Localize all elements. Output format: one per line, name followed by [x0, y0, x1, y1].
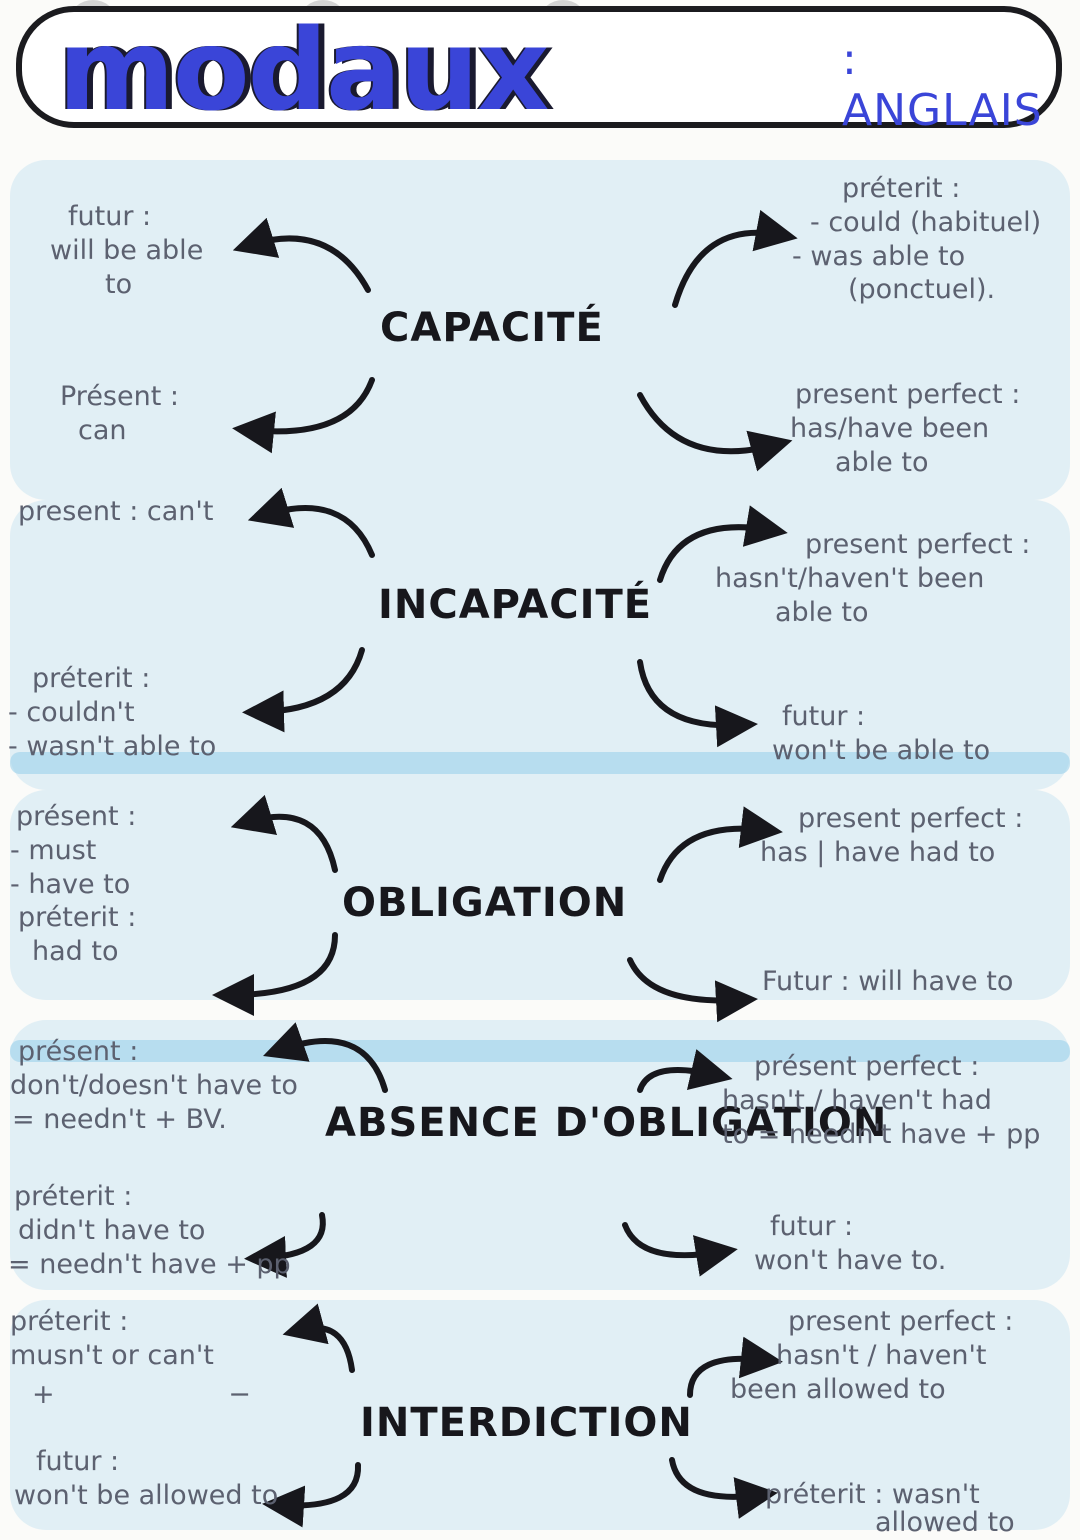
category-obligation: OBLIGATION: [342, 880, 628, 926]
category-incapacite: INCAPACITÉ: [378, 582, 653, 628]
title-frame: modaux : ANGLAIS: [16, 6, 1062, 136]
plus-minus-marks: + −: [32, 1378, 251, 1412]
note-futur: futur : won't be able to: [772, 701, 991, 766]
note-present-perfect: présent perfect : hasn't / haven't had t…: [722, 1051, 1041, 1150]
arrow-curve: [672, 209, 798, 308]
arrow-curve: [232, 217, 371, 293]
minus-icon: −: [228, 1379, 251, 1410]
arrow-curve: [669, 1457, 778, 1519]
divider-band: [10, 752, 1070, 774]
note-present-preterit: présent : - must - have to préterit : ha…: [10, 801, 137, 967]
arrow-curve: [263, 1022, 388, 1093]
page-title: modaux: [58, 6, 549, 136]
note-present: present : can't: [18, 496, 214, 527]
arrow-curve: [622, 1222, 738, 1277]
section-band-obligation: [10, 790, 1070, 1000]
arrow-curve: [247, 487, 375, 558]
plus-icon: +: [32, 1379, 55, 1410]
note-present: Présent : can: [60, 381, 179, 446]
arrow-curve: [262, 1462, 362, 1528]
arrow-curve: [657, 806, 783, 883]
arrow-curve: [282, 1303, 355, 1373]
category-capacite: CAPACITÉ: [380, 305, 604, 351]
note-preterit: préterit : - could (habituel) - was able…: [792, 173, 1042, 306]
category-absence-obligation: ABSENCE D'OBLIGATION: [325, 1100, 888, 1146]
arrow-curve: [244, 1212, 326, 1278]
note-futur: futur : won't have to.: [754, 1211, 947, 1276]
note-present-perfect: present perfect : hasn't/haven't been ab…: [715, 529, 1031, 628]
section-band-capacite: [10, 160, 1070, 500]
note-futur: futur : won't be allowed to: [14, 1446, 279, 1511]
section-band-absence: [10, 1020, 1070, 1290]
arrow-curve: [687, 1336, 783, 1398]
arrow-curve: [637, 1049, 733, 1093]
arrow-curve: [230, 794, 338, 873]
arrow-curve: [212, 932, 338, 1016]
note-preterit: préterit : didn't have to = needn't have…: [8, 1181, 291, 1280]
note-preterit: préterit : musn't or can't: [10, 1306, 214, 1371]
arrow-curve: [627, 957, 758, 1023]
category-interdiction: INTERDICTION: [360, 1400, 693, 1446]
arrow-curve: [232, 377, 375, 454]
note-futur: Futur : will have to: [762, 966, 1014, 997]
arrow-curve: [637, 659, 758, 748]
note-present-perfect: present perfect : hasn't / haven't been …: [730, 1306, 1014, 1405]
note-futur: futur : will be able to: [50, 201, 204, 300]
note-present-perfect: present perfect : has | have had to: [760, 803, 1024, 868]
section-band-interdiction: [10, 1300, 1070, 1530]
page-subtitle: : ANGLAIS: [842, 34, 1043, 136]
note-present-perfect: present perfect : has/have been able to: [790, 379, 1021, 478]
note-preterit: préterit : wasn't allowed to: [765, 1479, 1015, 1538]
note-preterit: préterit : - couldn't - wasn't able to: [8, 663, 217, 762]
arrow-curve: [637, 392, 793, 472]
arrow-curve: [242, 647, 365, 733]
arrow-curve: [657, 505, 788, 583]
section-band-incapacite: [10, 500, 1070, 790]
note-present: présent : don't/doesn't have to = needn'…: [10, 1036, 298, 1135]
